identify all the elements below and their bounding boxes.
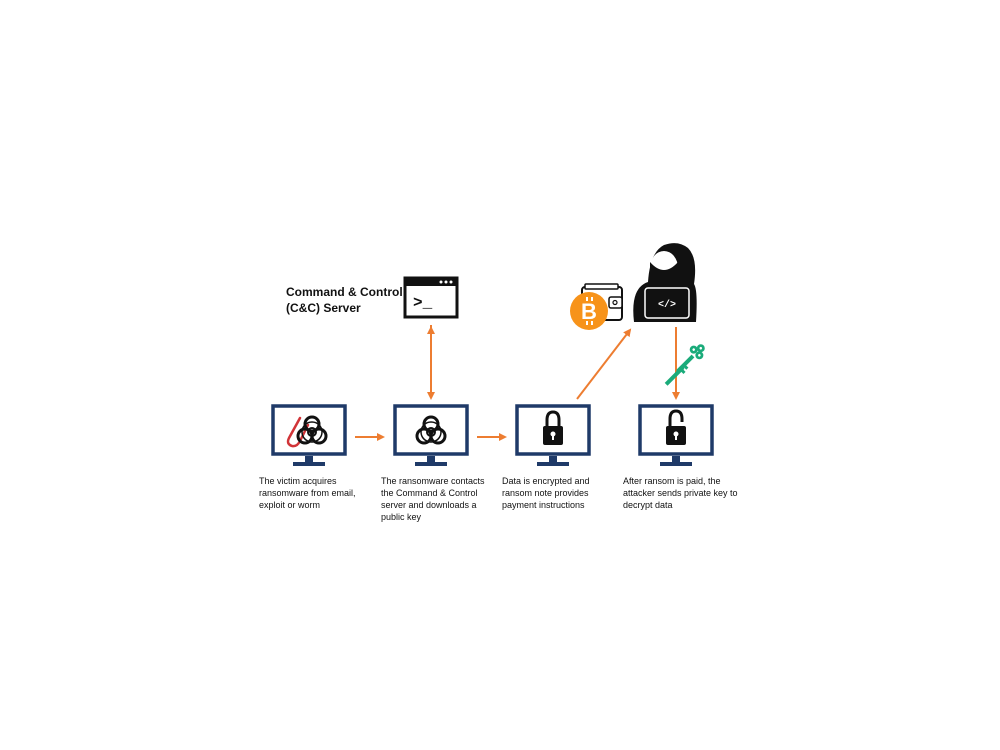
server-label-line1: Command & Control <box>286 285 403 299</box>
bitcoin-symbol: B <box>581 299 597 324</box>
monitor-step3 <box>515 404 591 466</box>
step2-caption: The ransomware contacts the Command & Co… <box>381 476 485 522</box>
monitor-step1 <box>271 404 347 466</box>
key-icon <box>664 344 705 386</box>
laptop-code-symbol: </> <box>658 299 676 311</box>
bitcoin-wallet-icon: B <box>570 283 623 330</box>
monitor-step2 <box>393 404 469 466</box>
server-label-line2: (C&C) Server <box>286 301 361 315</box>
step1-caption: The victim acquires ransomware from emai… <box>259 476 356 510</box>
arrows <box>355 325 680 441</box>
arrow-step3-to-attacker <box>576 328 632 400</box>
hacker-icon: </> <box>633 243 697 322</box>
paperclip-icon <box>286 416 310 448</box>
unlock-icon <box>666 409 686 445</box>
bitcoin-icon: B <box>570 292 608 330</box>
terminal-prompt: >_ <box>413 294 433 312</box>
step3-caption: Data is encrypted and ransom note provid… <box>502 476 590 510</box>
monitor-step4 <box>638 404 714 466</box>
server-label: Command & Control (C&C) Server <box>286 284 416 316</box>
lock-icon <box>543 410 563 445</box>
step4-caption: After ransom is paid, the attacker sends… <box>623 476 738 510</box>
terminal-window-icon: >_ <box>403 276 459 319</box>
